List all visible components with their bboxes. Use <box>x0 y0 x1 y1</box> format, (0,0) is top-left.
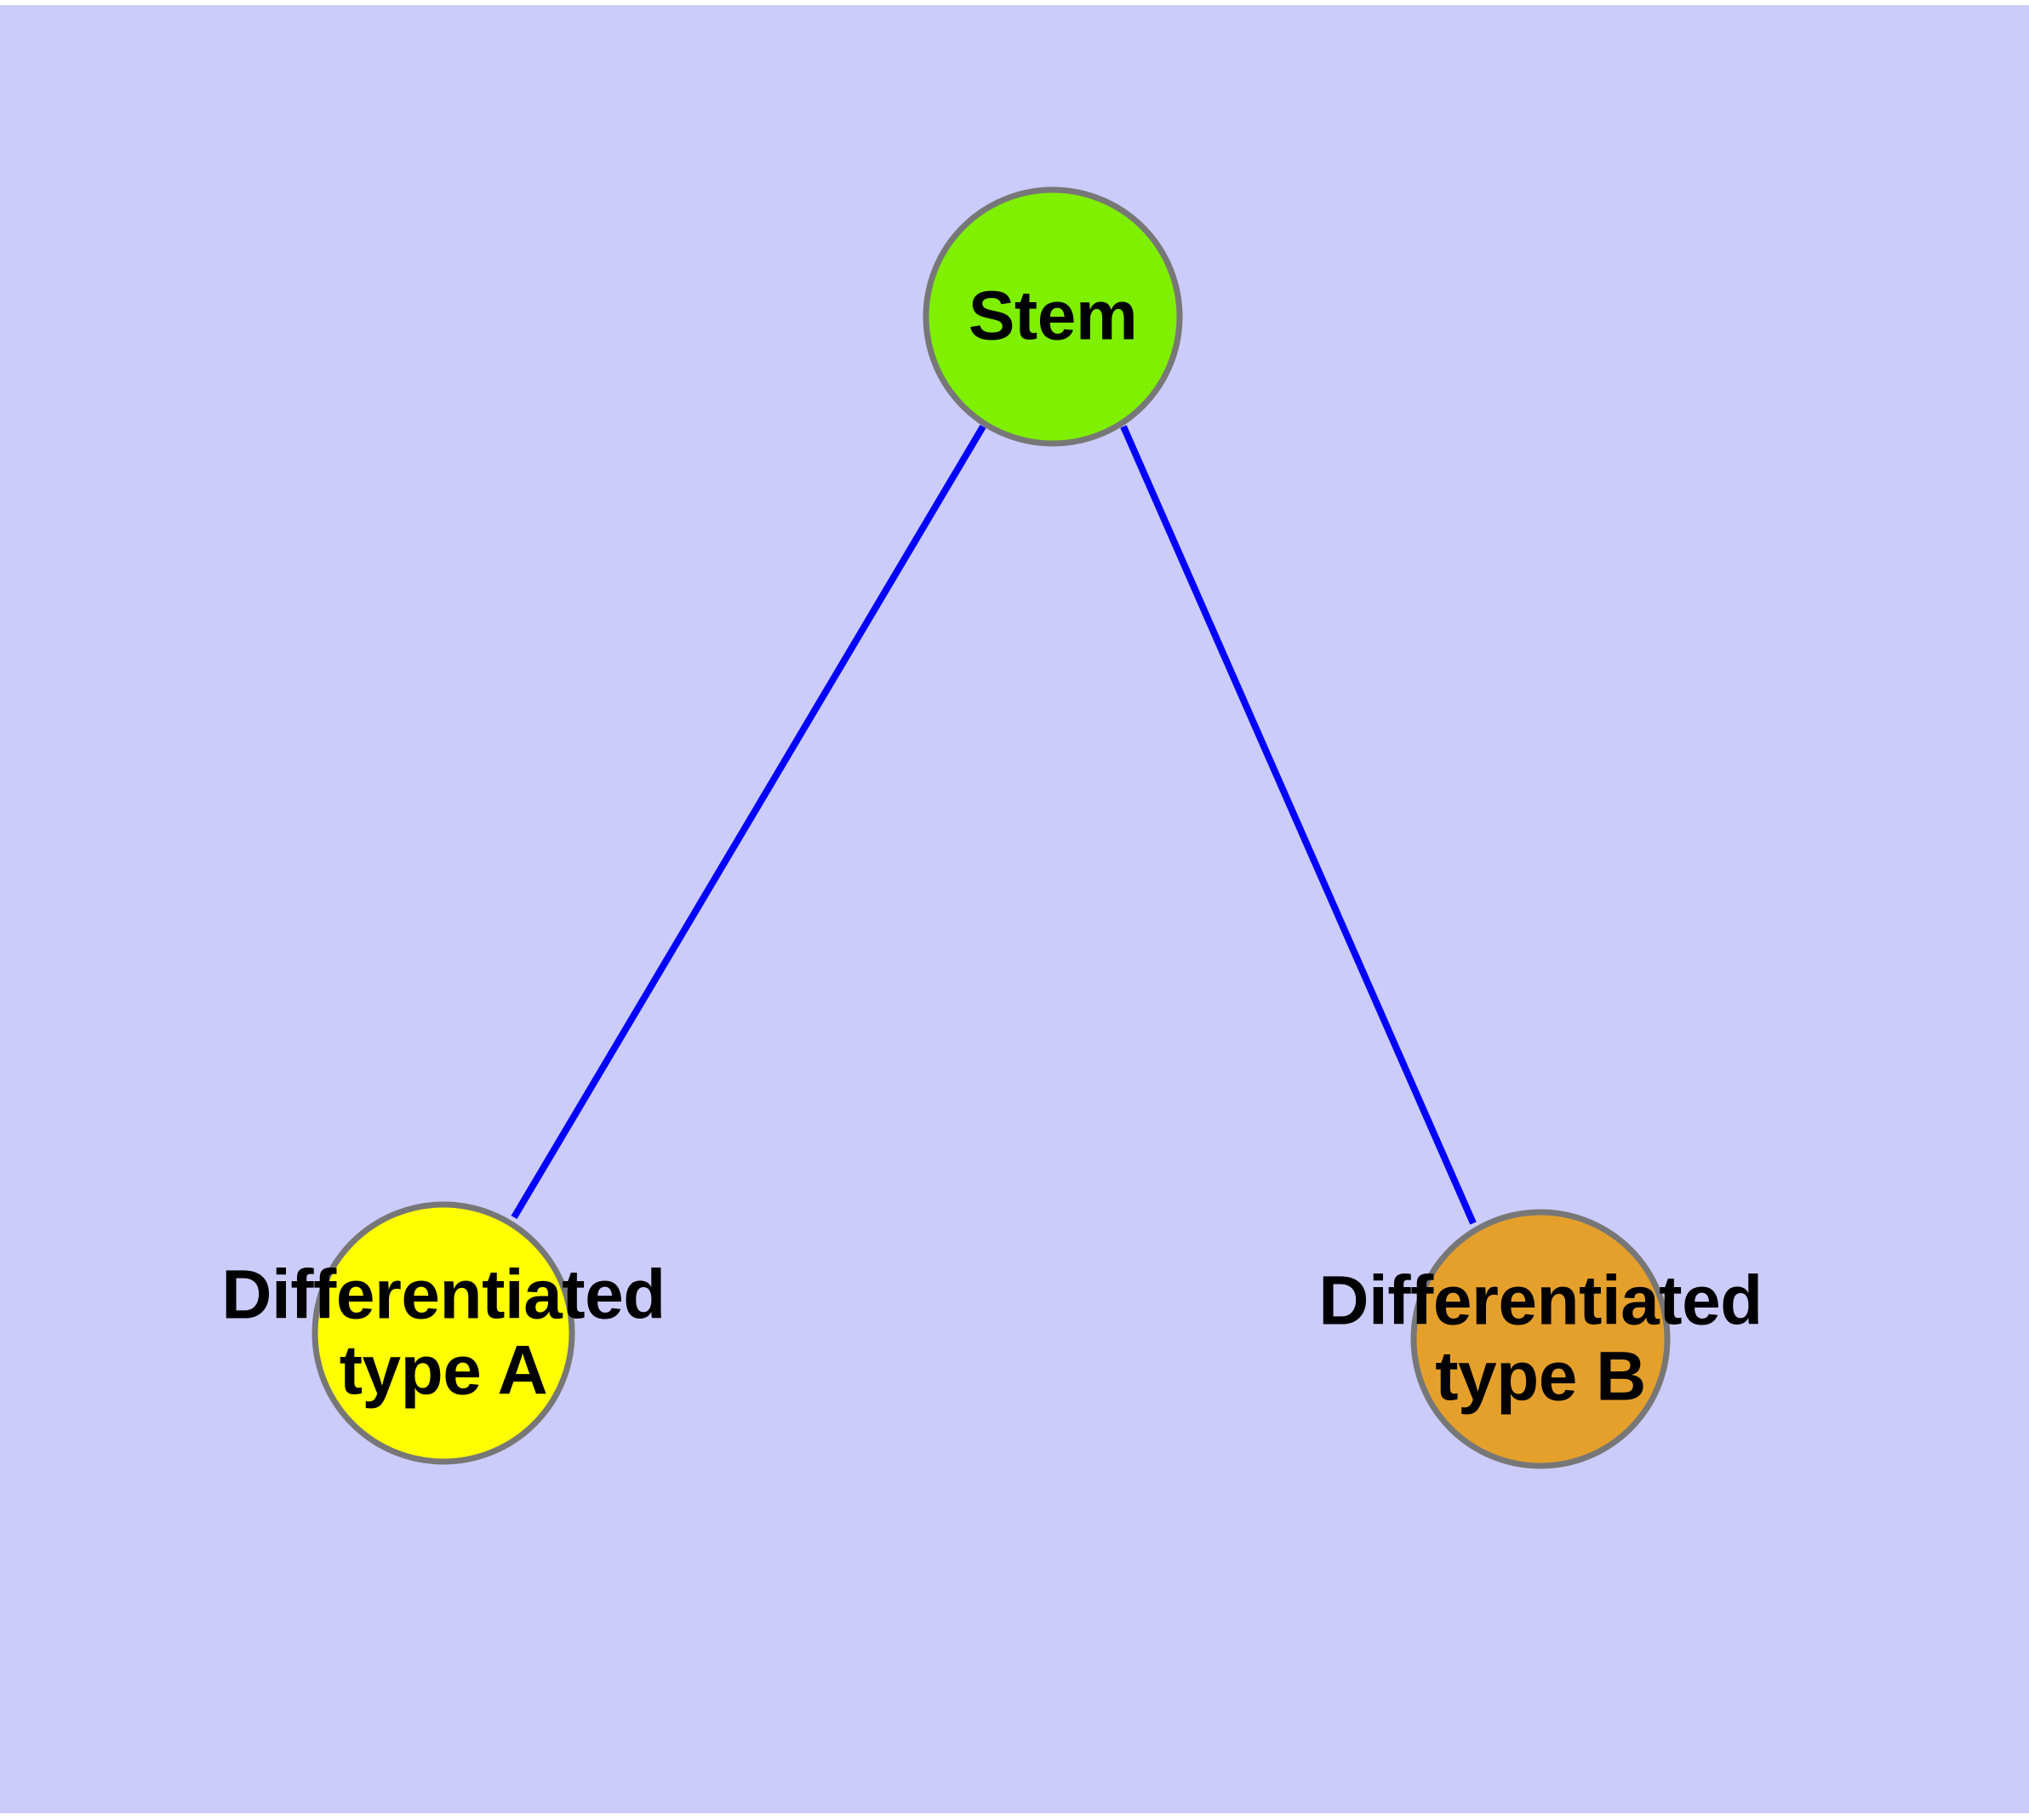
node-stem[interactable] <box>923 186 1183 447</box>
edge-stem-to-diff-b[interactable] <box>1120 425 1477 1225</box>
node-diff-a[interactable] <box>311 1201 575 1465</box>
node-diff-b[interactable] <box>1410 1209 1671 1469</box>
edge-stem-to-diff-a[interactable] <box>511 424 986 1220</box>
